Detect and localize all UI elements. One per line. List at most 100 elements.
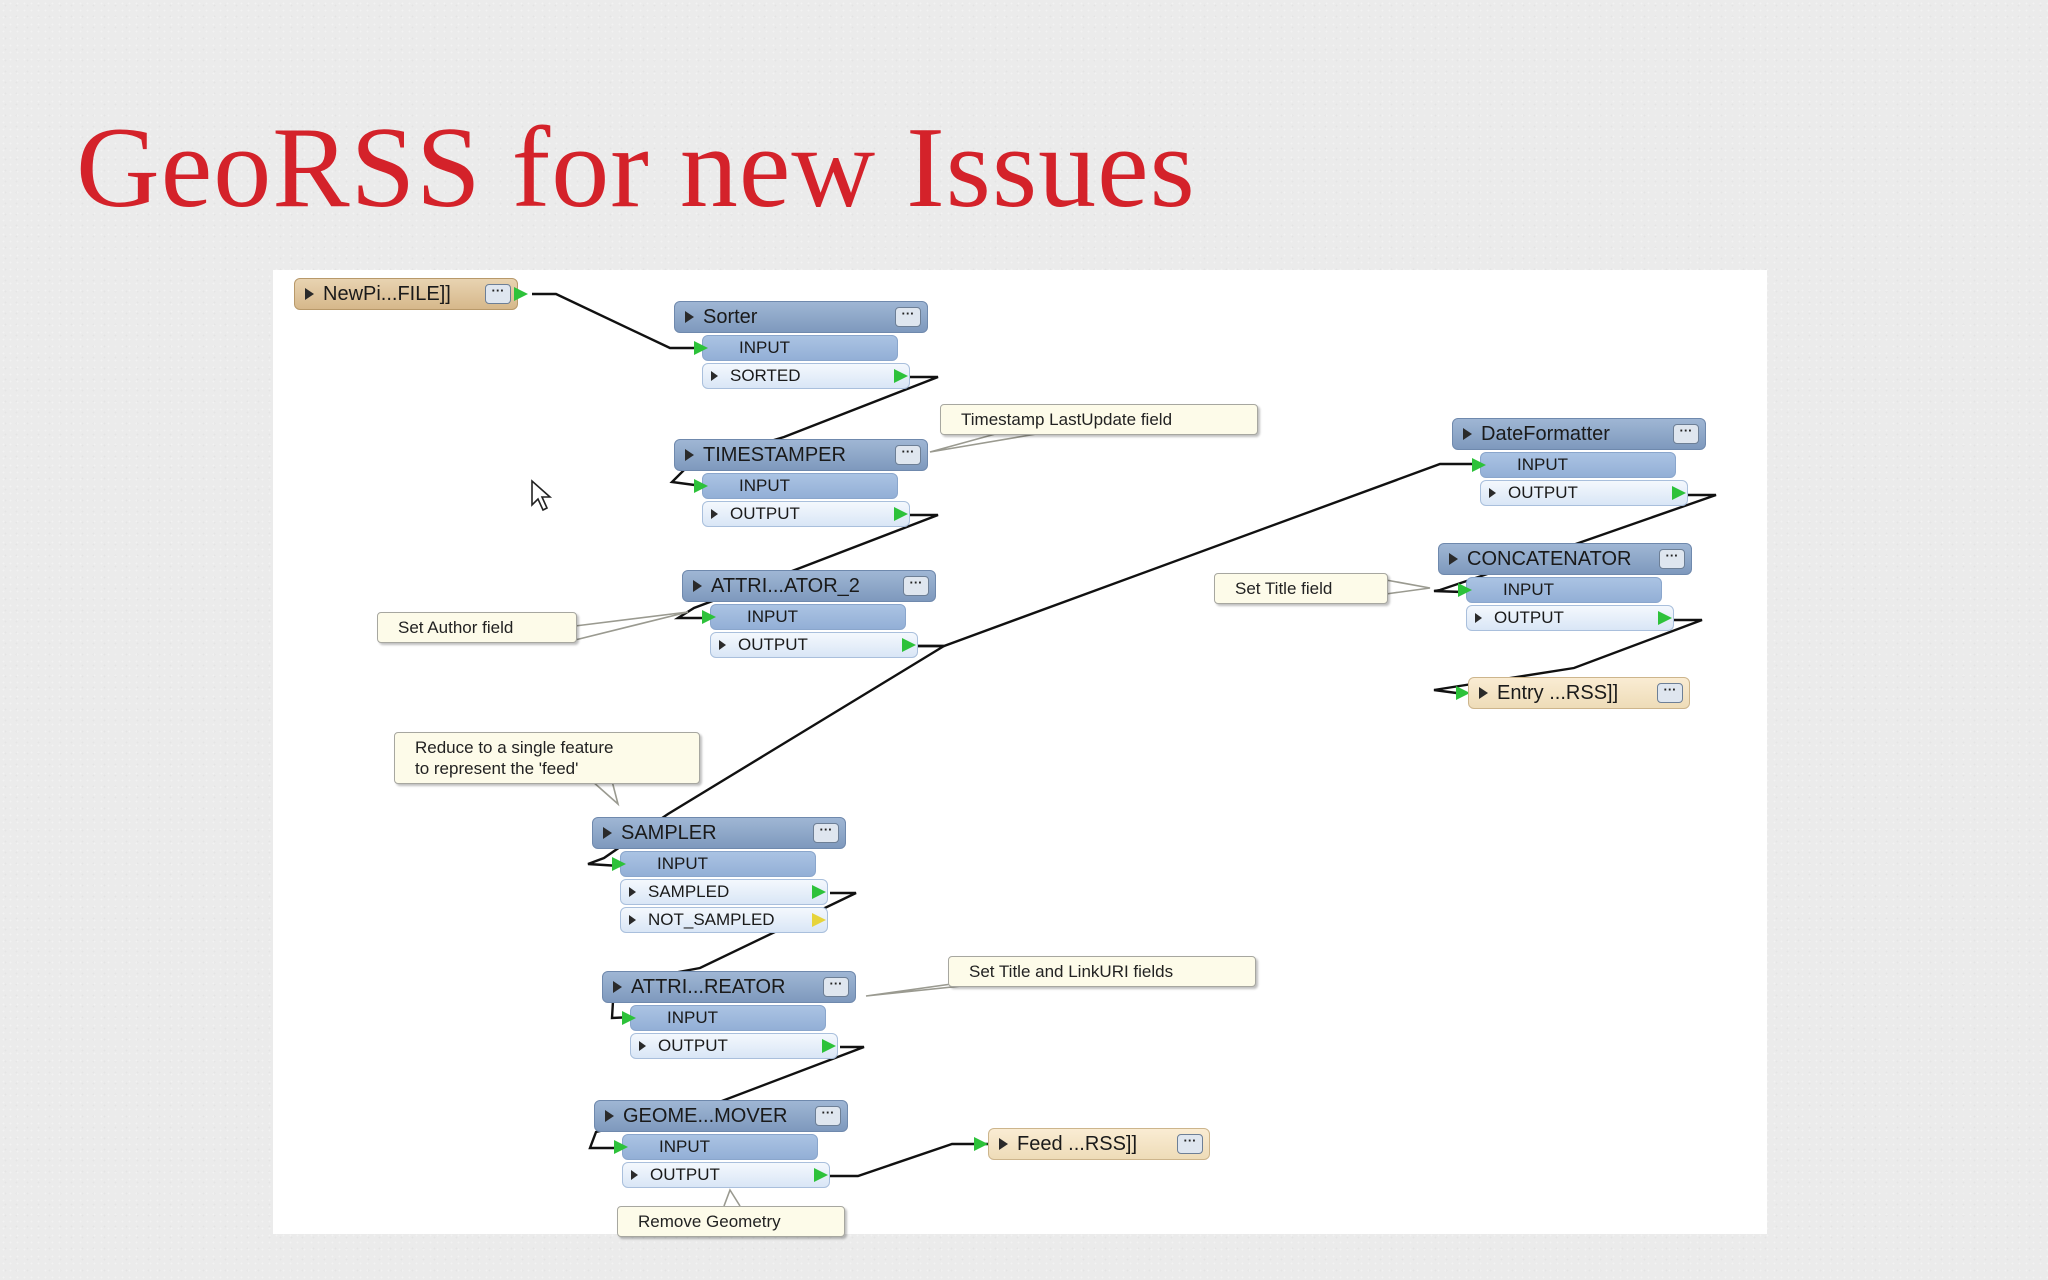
sorter-input-port[interactable]: INPUT bbox=[702, 335, 898, 361]
attr2-header[interactable]: ATTRI...ATOR_2 ··· bbox=[682, 570, 936, 602]
dateformatter-input-port[interactable]: INPUT bbox=[1480, 452, 1676, 478]
more-options-icon[interactable]: ··· bbox=[1673, 424, 1699, 444]
concatenator-input-port[interactable]: INPUT bbox=[1466, 577, 1662, 603]
expand-icon[interactable] bbox=[603, 827, 612, 839]
output-port-arrow-icon[interactable] bbox=[902, 638, 916, 652]
attrcreator-label: ATTRI...REATOR bbox=[631, 975, 786, 998]
entry-writer-header[interactable]: Entry ...RSS]] ··· bbox=[1468, 677, 1690, 709]
expand-port-icon[interactable] bbox=[1489, 488, 1496, 498]
expand-icon[interactable] bbox=[1449, 553, 1458, 565]
transformer-attribute-creator[interactable]: ATTRI...REATOR ··· INPUT OUTPUT bbox=[602, 971, 856, 1061]
input-port-arrow-icon[interactable] bbox=[1458, 583, 1472, 597]
expand-port-icon[interactable] bbox=[1475, 613, 1482, 623]
output-port-arrow-icon[interactable] bbox=[1672, 486, 1686, 500]
unconnected-port-arrow-icon[interactable] bbox=[812, 913, 826, 927]
more-options-icon[interactable]: ··· bbox=[1659, 549, 1685, 569]
sampler-label: SAMPLER bbox=[621, 821, 717, 844]
expand-icon[interactable] bbox=[693, 580, 702, 592]
more-options-icon[interactable]: ··· bbox=[903, 576, 929, 596]
expand-icon[interactable] bbox=[305, 288, 314, 300]
expand-port-icon[interactable] bbox=[629, 915, 636, 925]
expand-port-icon[interactable] bbox=[639, 1041, 646, 1051]
expand-port-icon[interactable] bbox=[711, 371, 718, 381]
expand-icon[interactable] bbox=[685, 311, 694, 323]
concatenator-header[interactable]: CONCATENATOR ··· bbox=[1438, 543, 1692, 575]
annotation-title-link[interactable]: Set Title and LinkURI fields bbox=[948, 956, 1256, 987]
attrcreator-input-port[interactable]: INPUT bbox=[630, 1005, 826, 1031]
expand-icon[interactable] bbox=[613, 981, 622, 993]
more-options-icon[interactable]: ··· bbox=[485, 284, 511, 304]
output-port-arrow-icon[interactable] bbox=[814, 1168, 828, 1182]
more-options-icon[interactable]: ··· bbox=[813, 823, 839, 843]
input-port-arrow-icon[interactable] bbox=[614, 1140, 628, 1154]
input-port-arrow-icon[interactable] bbox=[612, 857, 626, 871]
writer-node-feed[interactable]: Feed ...RSS]] ··· bbox=[974, 1128, 1210, 1160]
geomremover-output-port[interactable]: OUTPUT bbox=[622, 1162, 830, 1188]
annotation-title[interactable]: Set Title field bbox=[1214, 573, 1388, 604]
geomremover-input-port[interactable]: INPUT bbox=[622, 1134, 818, 1160]
reader-node-newpi[interactable]: NewPi...FILE]] ··· bbox=[294, 278, 528, 310]
input-port-arrow-icon[interactable] bbox=[702, 610, 716, 624]
writer-node-entry[interactable]: Entry ...RSS]] ··· bbox=[1456, 677, 1690, 709]
annotation-timestamp[interactable]: Timestamp LastUpdate field bbox=[940, 404, 1258, 435]
more-options-icon[interactable]: ··· bbox=[895, 307, 921, 327]
dateformatter-label: DateFormatter bbox=[1481, 422, 1610, 445]
attr2-input-port[interactable]: INPUT bbox=[710, 604, 906, 630]
expand-icon[interactable] bbox=[605, 1110, 614, 1122]
annotation-geometry[interactable]: Remove Geometry bbox=[617, 1206, 845, 1237]
more-options-icon[interactable]: ··· bbox=[823, 977, 849, 997]
dateformatter-header[interactable]: DateFormatter ··· bbox=[1452, 418, 1706, 450]
sampler-header[interactable]: SAMPLER ··· bbox=[592, 817, 846, 849]
attr2-output-port[interactable]: OUTPUT bbox=[710, 632, 918, 658]
concatenator-label: CONCATENATOR bbox=[1467, 547, 1632, 570]
more-options-icon[interactable]: ··· bbox=[1177, 1134, 1203, 1154]
more-options-icon[interactable]: ··· bbox=[1657, 683, 1683, 703]
annotation-sampler[interactable]: Reduce to a single feature to represent … bbox=[394, 732, 700, 784]
expand-icon[interactable] bbox=[1479, 687, 1488, 699]
sampler-not-sampled-port[interactable]: NOT_SAMPLED bbox=[620, 907, 828, 933]
sorter-output-port[interactable]: SORTED bbox=[702, 363, 910, 389]
transformer-concatenator[interactable]: CONCATENATOR ··· INPUT OUTPUT bbox=[1438, 543, 1692, 633]
expand-icon[interactable] bbox=[685, 449, 694, 461]
input-port-arrow-icon[interactable] bbox=[694, 479, 708, 493]
output-port-arrow-icon[interactable] bbox=[1658, 611, 1672, 625]
dateformatter-output-port[interactable]: OUTPUT bbox=[1480, 480, 1688, 506]
timestamper-header[interactable]: TIMESTAMPER ··· bbox=[674, 439, 928, 471]
reader-header[interactable]: NewPi...FILE]] ··· bbox=[294, 278, 518, 310]
more-options-icon[interactable]: ··· bbox=[815, 1106, 841, 1126]
feed-writer-header[interactable]: Feed ...RSS]] ··· bbox=[988, 1128, 1210, 1160]
input-port-arrow-icon[interactable] bbox=[622, 1011, 636, 1025]
timestamper-output-port[interactable]: OUTPUT bbox=[702, 501, 910, 527]
transformer-sampler[interactable]: SAMPLER ··· INPUT SAMPLED NOT_SAMPLED bbox=[592, 817, 846, 937]
output-port-arrow-icon[interactable] bbox=[822, 1039, 836, 1053]
attrcreator-header[interactable]: ATTRI...REATOR ··· bbox=[602, 971, 856, 1003]
sampler-input-port[interactable]: INPUT bbox=[620, 851, 816, 877]
expand-port-icon[interactable] bbox=[631, 1170, 638, 1180]
transformer-attribute-creator-2[interactable]: ATTRI...ATOR_2 ··· INPUT OUTPUT bbox=[682, 570, 936, 660]
more-options-icon[interactable]: ··· bbox=[895, 445, 921, 465]
transformer-geometry-remover[interactable]: GEOME...MOVER ··· INPUT OUTPUT bbox=[594, 1100, 848, 1190]
expand-port-icon[interactable] bbox=[719, 640, 726, 650]
output-port-arrow-icon[interactable] bbox=[894, 369, 908, 383]
expand-port-icon[interactable] bbox=[629, 887, 636, 897]
transformer-timestamper[interactable]: TIMESTAMPER ··· INPUT OUTPUT bbox=[674, 439, 928, 529]
expand-icon[interactable] bbox=[999, 1138, 1008, 1150]
timestamper-input-port[interactable]: INPUT bbox=[702, 473, 898, 499]
input-port-arrow-icon[interactable] bbox=[1456, 686, 1470, 700]
output-port-arrow-icon[interactable] bbox=[514, 287, 528, 301]
expand-port-icon[interactable] bbox=[711, 509, 718, 519]
input-port-arrow-icon[interactable] bbox=[694, 341, 708, 355]
sampler-sampled-port[interactable]: SAMPLED bbox=[620, 879, 828, 905]
expand-icon[interactable] bbox=[1463, 428, 1472, 440]
input-port-arrow-icon[interactable] bbox=[974, 1137, 988, 1151]
attrcreator-output-port[interactable]: OUTPUT bbox=[630, 1033, 838, 1059]
concatenator-output-port[interactable]: OUTPUT bbox=[1466, 605, 1674, 631]
transformer-sorter[interactable]: Sorter ··· INPUT SORTED bbox=[674, 301, 928, 391]
output-port-arrow-icon[interactable] bbox=[894, 507, 908, 521]
sorter-header[interactable]: Sorter ··· bbox=[674, 301, 928, 333]
output-port-arrow-icon[interactable] bbox=[812, 885, 826, 899]
annotation-author[interactable]: Set Author field bbox=[377, 612, 577, 643]
transformer-dateformatter[interactable]: DateFormatter ··· INPUT OUTPUT bbox=[1452, 418, 1706, 508]
geomremover-header[interactable]: GEOME...MOVER ··· bbox=[594, 1100, 848, 1132]
input-port-arrow-icon[interactable] bbox=[1472, 458, 1486, 472]
